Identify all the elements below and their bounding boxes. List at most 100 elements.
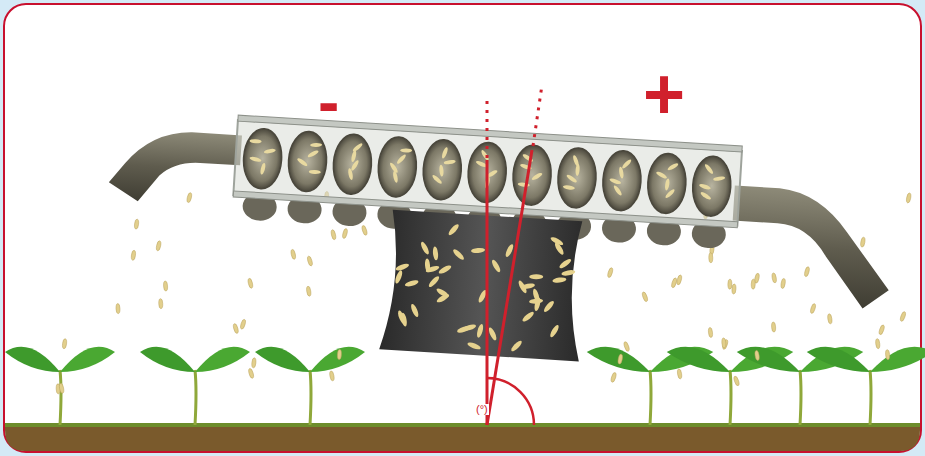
seed — [436, 293, 451, 304]
seed — [310, 143, 322, 147]
seed — [116, 304, 120, 314]
plant-leaf — [737, 347, 800, 372]
seed — [250, 139, 262, 144]
plant-leaf — [807, 347, 870, 372]
plant-stem — [195, 370, 196, 425]
distributor-tube — [421, 139, 463, 201]
seed — [476, 323, 485, 338]
seed — [885, 350, 890, 360]
seed — [441, 146, 449, 159]
seed — [552, 277, 566, 284]
seed — [563, 185, 575, 191]
seed — [397, 310, 407, 325]
seed — [521, 310, 535, 323]
seedlings — [5, 347, 925, 425]
left-pipe — [108, 127, 242, 207]
seed — [810, 303, 817, 314]
seed — [575, 164, 580, 176]
seed — [550, 236, 565, 247]
seed — [700, 191, 712, 201]
seed — [708, 327, 713, 337]
seed — [447, 223, 460, 237]
seed — [471, 247, 485, 253]
seed — [307, 256, 314, 267]
seed — [899, 311, 906, 322]
seed — [240, 319, 247, 330]
seed — [875, 338, 880, 348]
seed — [751, 279, 755, 289]
seed — [163, 281, 168, 291]
seed — [618, 166, 624, 178]
seed — [771, 322, 776, 332]
seed — [709, 253, 713, 263]
seed — [352, 142, 364, 153]
seed — [251, 358, 256, 368]
plant-leaf — [5, 347, 60, 372]
seed — [260, 162, 267, 175]
distributor-tube — [377, 136, 419, 198]
seed — [771, 273, 777, 284]
ground-grass — [5, 423, 920, 427]
seed — [607, 267, 614, 278]
seed — [462, 323, 477, 332]
seed — [186, 192, 192, 203]
seed — [427, 275, 440, 289]
centre-drum — [379, 209, 587, 361]
plant-leaf — [140, 347, 195, 372]
vertical-reference-dotted — [486, 100, 489, 158]
plant-leaf — [255, 347, 310, 372]
plant-leaf — [195, 347, 250, 372]
seed — [264, 148, 277, 154]
plant-stem — [730, 370, 731, 425]
angle-arc — [487, 378, 534, 425]
seed — [641, 291, 648, 302]
seed — [621, 158, 632, 169]
seed — [780, 278, 785, 288]
seed — [296, 157, 308, 167]
seed — [307, 149, 319, 158]
seed — [361, 225, 368, 236]
seed — [704, 163, 715, 175]
seed — [467, 341, 482, 351]
seed — [330, 229, 336, 240]
seed — [306, 286, 311, 296]
plant-leaf — [60, 347, 115, 372]
seed — [400, 148, 412, 152]
seed — [249, 156, 262, 163]
seed — [878, 324, 885, 335]
seed — [290, 249, 296, 260]
seed — [342, 228, 348, 239]
seed — [561, 269, 576, 277]
distributor-head — [100, 107, 897, 380]
seed — [247, 278, 253, 289]
seed — [804, 266, 810, 277]
seed — [329, 371, 335, 382]
seed — [613, 184, 623, 196]
seed — [396, 153, 407, 164]
seed — [337, 349, 342, 359]
plant-stem — [800, 370, 801, 425]
seed — [860, 237, 866, 248]
plant-stem — [60, 370, 61, 425]
seed — [713, 176, 725, 182]
plant-leaf — [310, 347, 365, 372]
seed — [490, 259, 501, 274]
seed — [542, 300, 555, 314]
seed — [667, 162, 679, 171]
seed — [549, 324, 561, 339]
seed — [419, 241, 430, 256]
seed — [699, 183, 712, 190]
seed — [504, 243, 515, 258]
minus-sign: - — [318, 70, 339, 134]
tilt-line-dotted — [533, 85, 542, 146]
seed — [677, 369, 682, 379]
seed — [347, 168, 353, 181]
distributor-tube — [691, 155, 733, 217]
seed — [159, 299, 163, 309]
seed — [623, 341, 630, 352]
angle-unit: (°) — [475, 404, 489, 415]
seed — [432, 246, 438, 260]
plant-stem — [870, 370, 871, 425]
seed — [655, 170, 667, 179]
